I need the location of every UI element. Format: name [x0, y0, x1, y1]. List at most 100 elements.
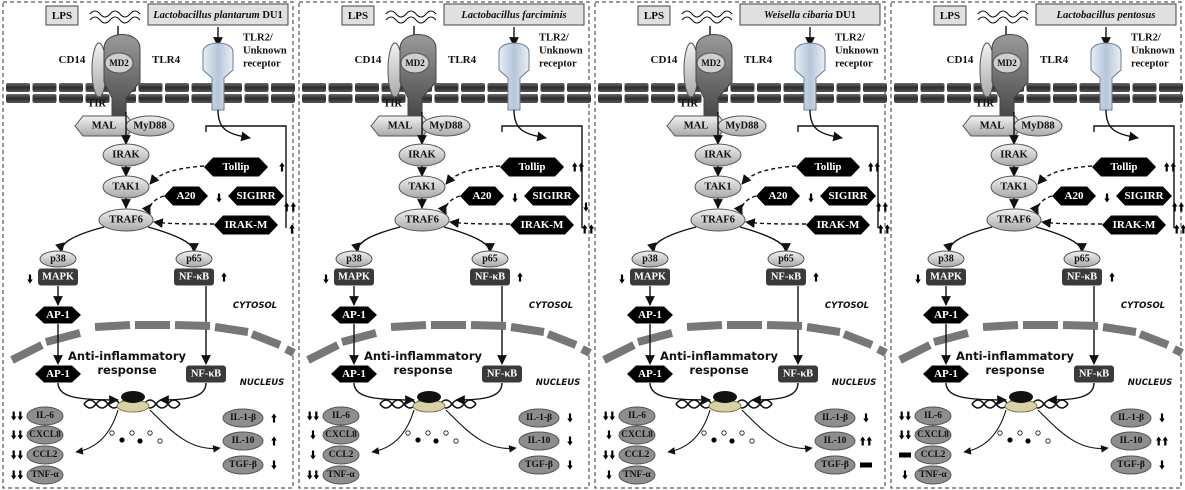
tlr4-receptor-icon [103, 34, 141, 116]
sigirr-node [524, 186, 580, 206]
membrane-segment [461, 94, 485, 103]
p65-node [1063, 250, 1101, 268]
tlr2-label-3: receptor [243, 59, 281, 70]
release-left-arrow [963, 409, 1007, 455]
p65-label: p65 [1074, 254, 1090, 265]
tollip-regulation [279, 162, 285, 172]
il6-label: IL-6 [924, 411, 942, 421]
p38-label: p38 [642, 254, 658, 265]
regulation-arrow-icon [905, 430, 912, 440]
nuclear-envelope-segment [1172, 345, 1184, 357]
membrane-segment [59, 83, 83, 92]
regulation-arrow-icon [313, 470, 320, 480]
tgfb-regulation [271, 460, 277, 470]
nuclear-envelope-segment [602, 341, 636, 364]
tlr2-label-3: receptor [835, 59, 873, 70]
p38-label: p38 [346, 254, 362, 265]
il1b-node [814, 408, 856, 428]
il10-node [1110, 431, 1152, 451]
regulation-arrow-icon [875, 202, 882, 212]
mapk-node [38, 268, 78, 286]
p38-node [927, 250, 965, 268]
transcription-complex-icon [417, 391, 441, 403]
cxcl8-regulation [10, 430, 24, 440]
md2-label: MD2 [701, 58, 721, 68]
tlr2-label-3: receptor [1131, 59, 1169, 70]
membrane-segment [6, 83, 30, 92]
tnfa-node [322, 465, 360, 485]
regulation-arrow-icon [1170, 162, 1177, 172]
tgfb-label: TGF-β [821, 460, 849, 470]
nuclear-envelope-segment [806, 323, 841, 336]
regulation-arrow-icon [606, 470, 612, 480]
membrane-segment [973, 94, 998, 103]
tlr2-label-2: Unknown [243, 46, 287, 57]
no-change-icon [899, 452, 911, 458]
cytosol-label: CYTOSOL [529, 301, 573, 311]
mapk-regulation [323, 274, 329, 284]
irak-m-node [1102, 215, 1166, 235]
tak1-node-label: TAK1 [408, 182, 435, 193]
regulation-arrow-icon [567, 413, 573, 423]
il10-regulation [859, 436, 873, 446]
tollip-node-label: Tollip [814, 161, 841, 173]
tnfa-regulation [902, 470, 908, 480]
il6-regulation [10, 411, 24, 421]
regulation-arrow-icon [813, 272, 819, 282]
regulation-arrow-icon [323, 274, 329, 284]
a20-node [1052, 186, 1096, 206]
sigirr-node-label: SIGIRR [236, 190, 276, 202]
regulation-arrow-icon [17, 470, 24, 480]
nfkb-nucleus-node [778, 365, 818, 383]
tnfa-node [618, 465, 656, 485]
ccl2-node [322, 445, 360, 465]
tnfa-label: TNF-α [919, 470, 947, 480]
regulation-arrow-icon [863, 413, 869, 423]
nuclear-envelope-segment [510, 323, 545, 336]
irak-node-label: IRAK [112, 150, 140, 161]
cxcl8-regulation [898, 430, 912, 440]
membrane-segment [138, 83, 163, 92]
membrane-segment [1079, 94, 1104, 103]
membrane-segment [1079, 83, 1104, 92]
ccl2-node [26, 445, 64, 465]
regulation-arrow-icon [221, 272, 227, 282]
irak-node-label: IRAK [1000, 150, 1028, 161]
il1b-label: IL-1-β [1118, 413, 1144, 423]
membrane-segment [894, 83, 918, 92]
membrane-segment [540, 94, 565, 103]
bacterium-box [147, 3, 289, 26]
cytokine-molecule-icon [453, 438, 459, 444]
tlr4-label: TLR4 [448, 54, 477, 66]
regulation-arrow-icon [10, 430, 17, 440]
membrane-segment [783, 83, 808, 92]
regulation-arrow-icon [567, 460, 573, 470]
cd14-label: CD14 [651, 54, 678, 66]
tnfa-regulation [606, 470, 612, 480]
tlr2-signal-arrow [513, 109, 547, 142]
mapk-node-label: MAPK [930, 272, 963, 283]
nuclear-envelope-segment [94, 321, 131, 331]
release-right-arrow [1037, 409, 1109, 453]
nfkb-nucleus-node-label: NF-κB [487, 369, 517, 380]
md2-receptor-icon [992, 52, 1022, 74]
membrane-segment [271, 83, 295, 92]
regulation-arrow-icon [27, 274, 33, 284]
regulator-bracket [205, 125, 287, 228]
md2-label: MD2 [405, 58, 425, 68]
panel-border [2, 1, 294, 489]
mapk-regulation [915, 274, 921, 284]
cxcl8-regulation [310, 430, 316, 440]
membrane-segment [1159, 83, 1183, 92]
membrane-segment [540, 83, 565, 92]
regulation-arrow-icon [867, 162, 874, 172]
nuclear-envelope-segment [932, 329, 970, 346]
membrane-segment [6, 94, 30, 103]
anti-inflammatory-label-2: response [985, 363, 1044, 377]
mapk-node [334, 268, 374, 286]
tlr2-label-3: receptor [539, 59, 577, 70]
membrane-segment [487, 94, 512, 103]
regulation-arrow-icon [581, 224, 588, 234]
nfkb-regulation [517, 272, 523, 282]
tlr2-label-1: TLR2/ [539, 33, 570, 44]
